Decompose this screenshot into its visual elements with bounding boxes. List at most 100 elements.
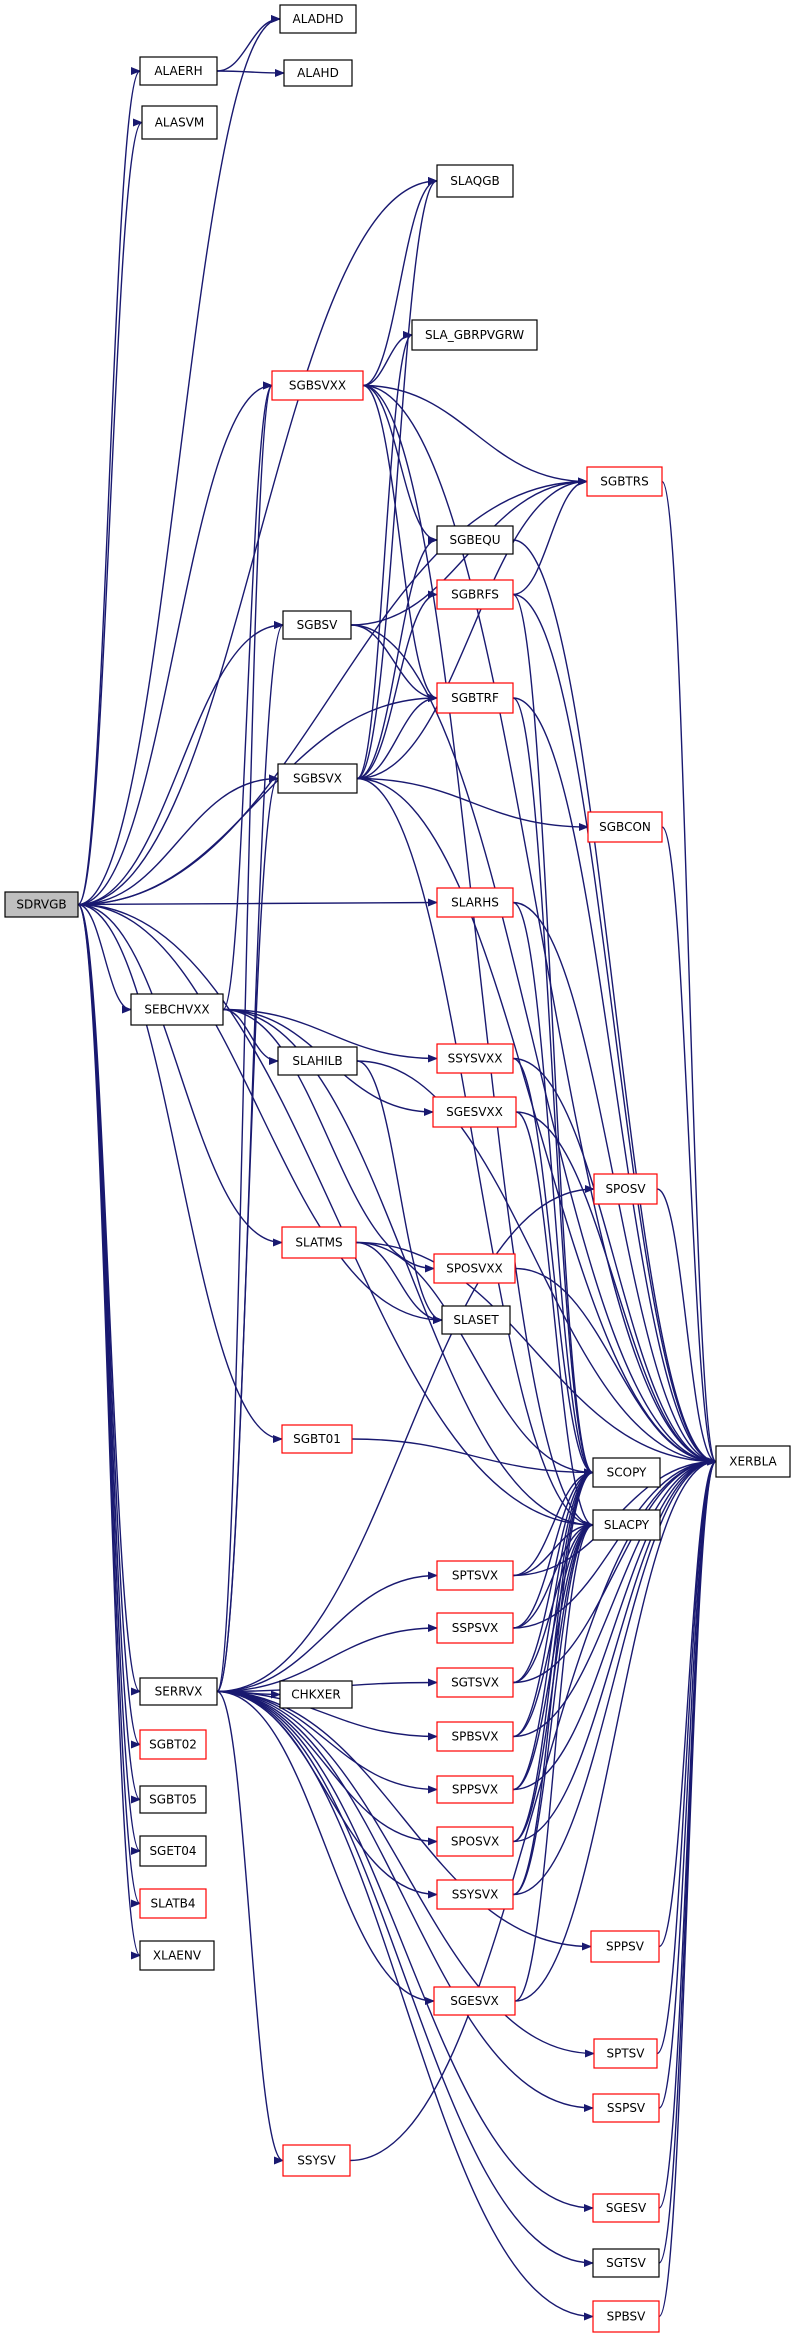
node-box-slaset: [441, 1305, 511, 1335]
edge-ssysvx-to-slacpy: [512, 1521, 594, 1896]
node-serrvx[interactable]: SERRVX: [139, 1677, 218, 1706]
node-sgbsvx[interactable]: SGBSVX: [277, 763, 358, 794]
node-sgesvx[interactable]: SGESVX: [433, 1986, 516, 2016]
edge-sdrvgb-to-slatb4: [77, 903, 141, 1908]
node-sposvxx[interactable]: SPOSVXX: [433, 1253, 516, 1284]
node-box-sposvxx: [433, 1253, 516, 1284]
node-chkxer[interactable]: CHKXER: [279, 1680, 353, 1709]
node-sgbtrf[interactable]: SGBTRF: [436, 682, 514, 714]
node-sgbcon[interactable]: SGBCON: [587, 811, 663, 843]
node-box-sdrvgb: [4, 891, 79, 918]
node-sgbrfs[interactable]: SGBRFS: [436, 579, 514, 610]
node-sgbt01[interactable]: SGBT01: [281, 1424, 353, 1454]
node-sposvx[interactable]: SPOSVX: [436, 1826, 514, 1857]
edge-sptsvx-to-scopy: [512, 1468, 594, 1577]
node-sgbsv[interactable]: SGBSV: [282, 610, 352, 640]
edge-serrvx-to-sgtsv: [216, 1690, 594, 2267]
node-label-sgbsvxx: SGBSVXX: [289, 379, 346, 393]
node-ssysvx[interactable]: SSYSVX: [436, 1879, 514, 1910]
node-box-alaerh: [139, 56, 218, 86]
node-sptsv[interactable]: SPTSV: [593, 2038, 658, 2069]
edge-sgbsvx-to-slacpy: [356, 777, 594, 1529]
node-box-spbsvx: [436, 1721, 514, 1752]
node-aladhd[interactable]: ALADHD: [279, 4, 357, 34]
edge-sspsv-to-xerbla: [658, 1457, 717, 2109]
node-label-sspsvx: SSPSVX: [452, 1621, 499, 1635]
edge-slatms-to-xerbla: [355, 1241, 717, 1466]
node-sgbequ[interactable]: SGBEQU: [436, 525, 514, 555]
node-sebchvxx[interactable]: SEBCHVXX: [130, 993, 224, 1026]
node-label-sposvxx: SPOSVXX: [446, 1262, 503, 1276]
node-sgesv[interactable]: SGESV: [592, 2193, 660, 2223]
node-sposv[interactable]: SPOSV: [593, 1173, 658, 1205]
node-alahd[interactable]: ALAHD: [283, 59, 353, 87]
node-sgtsv[interactable]: SGTSV: [592, 2248, 660, 2278]
node-label-spbsvx: SPBSVX: [452, 1730, 499, 1744]
node-sgesvxx[interactable]: SGESVXX: [432, 1096, 517, 1128]
node-label-sget04: SGET04: [149, 1844, 196, 1858]
node-xerbla[interactable]: XERBLA: [715, 1445, 791, 1478]
edge-slatms-to-slaset: [355, 1241, 443, 1324]
node-alaerh[interactable]: ALAERH: [139, 56, 218, 86]
edge-serrvx-to-sgesv: [216, 1690, 594, 2212]
node-box-chkxer: [279, 1680, 353, 1709]
node-label-sppsvx: SPPSVX: [452, 1783, 498, 1797]
node-alasvm[interactable]: ALASVM: [141, 105, 218, 140]
node-sspsv[interactable]: SSPSV: [592, 2093, 660, 2123]
edge-sgbsvx-to-sgbtrf: [356, 694, 438, 780]
node-label-sptsvx: SPTSVX: [452, 1569, 498, 1583]
node-sgbsvxx[interactable]: SGBSVXX: [271, 370, 364, 401]
edge-sdrvgb-to-slaset: [77, 903, 443, 1324]
node-slacpy[interactable]: SLACPY: [592, 1509, 661, 1541]
node-slahilb[interactable]: SLAHILB: [277, 1046, 358, 1076]
node-sppsvx[interactable]: SPPSVX: [436, 1775, 514, 1804]
edge-sgbsvx-to-sgbrfs: [356, 590, 438, 780]
edge-sdrvgb-to-sebchvxx: [77, 903, 132, 1014]
edge-sgbsv-to-sgbtrf: [350, 624, 438, 702]
node-label-alasvm: ALASVM: [155, 116, 205, 130]
node-sgbt02[interactable]: SGBT02: [139, 1729, 207, 1760]
node-sgbtrs[interactable]: SGBTRS: [586, 466, 663, 497]
node-box-ssysvxx: [436, 1043, 514, 1074]
node-spbsvx[interactable]: SPBSVX: [436, 1721, 514, 1752]
node-slarhs[interactable]: SLARHS: [436, 887, 514, 918]
node-box-sgbt02: [139, 1729, 207, 1760]
edge-sgbsvx-to-sla-gbrpvgrw: [356, 331, 413, 780]
node-label-slatb4: SLATB4: [150, 1897, 195, 1911]
node-scopy[interactable]: SCOPY: [592, 1457, 661, 1488]
node-sget04[interactable]: SGET04: [139, 1835, 207, 1867]
node-sdrvgb[interactable]: SDRVGB: [4, 891, 79, 918]
node-spbsv[interactable]: SPBSV: [592, 2300, 660, 2333]
edge-sspsvx-to-scopy: [512, 1468, 594, 1629]
edges-layer: [77, 15, 717, 2321]
edge-sdrvgb-to-sgbt05: [77, 903, 141, 1804]
edge-sgbsvxx-to-sgbtrf: [362, 384, 438, 702]
node-box-sptsvx: [436, 1560, 514, 1591]
node-sppsv[interactable]: SPPSV: [590, 1930, 660, 1963]
edge-sgesvxx-to-xerbla: [515, 1111, 717, 1466]
node-sgbt05[interactable]: SGBT05: [139, 1785, 207, 1814]
node-xlaenv[interactable]: XLAENV: [139, 1940, 215, 1971]
edge-sppsvx-to-xerbla: [512, 1457, 717, 1791]
node-sptsvx[interactable]: SPTSVX: [436, 1560, 514, 1591]
node-box-sgbrfs: [436, 579, 514, 610]
node-box-sgtsvx: [436, 1667, 514, 1698]
edge-sgesvxx-to-slacpy: [515, 1111, 594, 1529]
node-sspsvx[interactable]: SSPSVX: [436, 1612, 514, 1644]
node-box-sppsv: [590, 1930, 660, 1963]
edge-sgbsvx-to-xerbla: [356, 777, 717, 1466]
node-box-sgbcon: [587, 811, 663, 843]
node-box-sgtsv: [592, 2248, 660, 2278]
node-box-sposvx: [436, 1826, 514, 1857]
node-slatb4[interactable]: SLATB4: [139, 1888, 207, 1919]
node-slaqgb[interactable]: SLAQGB: [436, 164, 514, 198]
node-slatms[interactable]: SLATMS: [281, 1226, 357, 1259]
node-sgtsvx[interactable]: SGTSVX: [436, 1667, 514, 1698]
node-label-slaqgb: SLAQGB: [450, 174, 500, 188]
node-sla-gbrpvgrw[interactable]: SLA_GBRPVGRW: [411, 319, 538, 351]
edge-serrvx-to-sppsv: [216, 1690, 592, 1951]
node-ssysvxx[interactable]: SSYSVXX: [436, 1043, 514, 1074]
node-box-scopy: [592, 1457, 661, 1488]
node-ssysv[interactable]: SSYSV: [282, 2144, 351, 2177]
node-slaset[interactable]: SLASET: [441, 1305, 511, 1335]
